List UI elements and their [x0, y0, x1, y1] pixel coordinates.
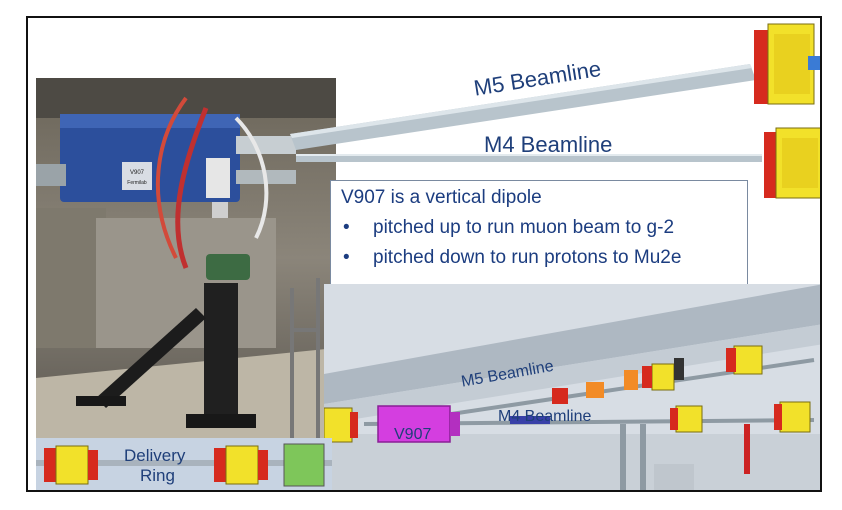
- stand-column: [204, 283, 238, 423]
- v907-cad-dipole: [377, 405, 451, 443]
- m4-beampipe: [296, 154, 762, 162]
- v907-cad-label: V907: [394, 426, 432, 443]
- motor: [206, 254, 250, 280]
- v907-callout: V907 is a vertical dipole pitched up to …: [330, 180, 748, 286]
- magnet-plate-line2: Fermilab: [127, 180, 147, 186]
- v907-photo: V907 Fermilab: [36, 78, 336, 438]
- callout-item: pitched up to run muon beam to g-2: [341, 213, 737, 243]
- m4-beamline-cad-label: M4 Beamline: [498, 408, 592, 425]
- cad-beamline-view: [324, 284, 820, 490]
- callout-title: V907 is a vertical dipole: [341, 187, 542, 208]
- m5-quad-magnet: [754, 23, 820, 105]
- stand-brace: [96, 308, 206, 408]
- delivery-ring-label-line2: Ring: [140, 466, 175, 485]
- delivery-ring-strip: [36, 438, 332, 490]
- m5-beampipe: [290, 64, 762, 162]
- slide-frame: V907 Fermilab: [26, 16, 822, 492]
- delivery-ring-label-line1: Delivery: [124, 446, 186, 465]
- callout-list: pitched up to run muon beam to g-2 pitch…: [341, 213, 737, 273]
- callout-item: pitched down to run protons to Mu2e: [341, 243, 737, 273]
- magnet-plate-line1: V907: [130, 170, 145, 176]
- m4-beamline-label: M4 Beamline: [484, 132, 613, 157]
- m4-quad-magnet: [764, 127, 820, 199]
